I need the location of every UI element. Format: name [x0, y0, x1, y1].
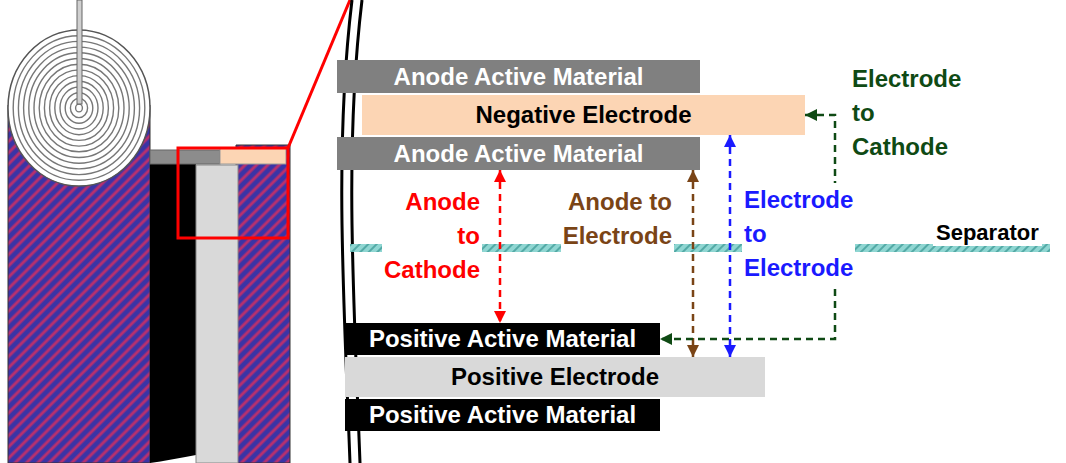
gap-label: Anode to Cathode	[382, 185, 482, 287]
zoom-box	[178, 148, 288, 238]
outer-sheet	[236, 145, 290, 463]
layer-label: Negative Electrode	[475, 101, 691, 129]
electrode-electrode-gap-arrow	[729, 135, 732, 357]
anode-electrode-gap-arrow	[692, 170, 695, 357]
layer-label: Anode Active Material	[394, 140, 644, 168]
terminal-pin	[77, 0, 82, 104]
negative-strip	[220, 148, 286, 164]
positive-electrode-foil: Positive Electrode	[345, 357, 765, 397]
cathode-active-layer: Positive Active Material	[345, 399, 660, 431]
gap-label: Electrode to Electrode	[742, 183, 855, 285]
winding	[76, 104, 83, 112]
part-label: Separator	[933, 220, 1042, 246]
electrode-sheet	[196, 165, 238, 463]
layer-label: Positive Active Material	[369, 401, 636, 429]
layer-label: Anode Active Material	[394, 63, 644, 91]
anode-cathode-gap-arrow	[499, 170, 502, 323]
negative-electrode-foil: Negative Electrode	[362, 95, 805, 135]
cathode-active-layer: Positive Active Material	[345, 323, 660, 355]
anode-strip	[150, 150, 220, 164]
anode-active-layer: Anode Active Material	[337, 137, 700, 170]
cathode-sheet	[150, 152, 196, 463]
layer-label: Positive Active Material	[369, 325, 636, 353]
gap-label: Anode to Electrode	[561, 185, 674, 253]
layer-label: Positive Electrode	[451, 363, 659, 391]
gap-label: Electrode to Cathode	[850, 62, 963, 164]
anode-active-layer: Anode Active Material	[337, 60, 700, 93]
